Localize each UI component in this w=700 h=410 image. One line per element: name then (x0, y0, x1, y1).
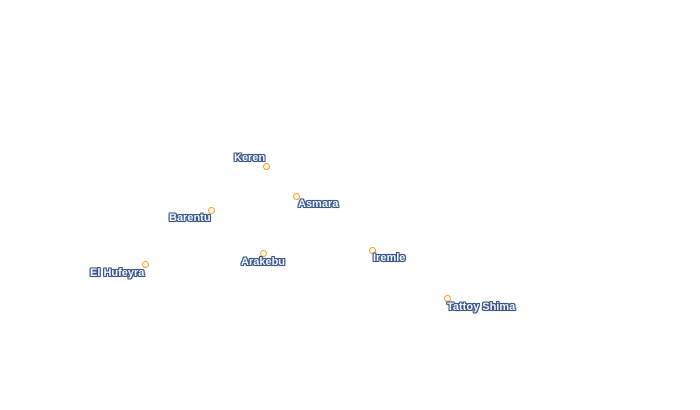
place-label: Barentu (169, 212, 211, 224)
place-marker-icon[interactable] (141, 260, 149, 268)
place-label: El Hufeyra (90, 267, 145, 279)
place-marker-icon[interactable] (368, 246, 376, 254)
place-label: Tattoy Shima (447, 301, 516, 313)
place-marker-icon[interactable] (443, 294, 451, 302)
place-label: Arakebu (241, 256, 286, 268)
place-label: Keren (234, 152, 266, 164)
place-label: Iremle (373, 252, 406, 264)
place-marker-icon[interactable] (259, 249, 267, 257)
place-marker-icon[interactable] (262, 162, 270, 170)
place-marker-icon[interactable] (292, 192, 300, 200)
place-marker-icon[interactable] (207, 206, 215, 214)
place-label: Asmara (298, 198, 339, 210)
